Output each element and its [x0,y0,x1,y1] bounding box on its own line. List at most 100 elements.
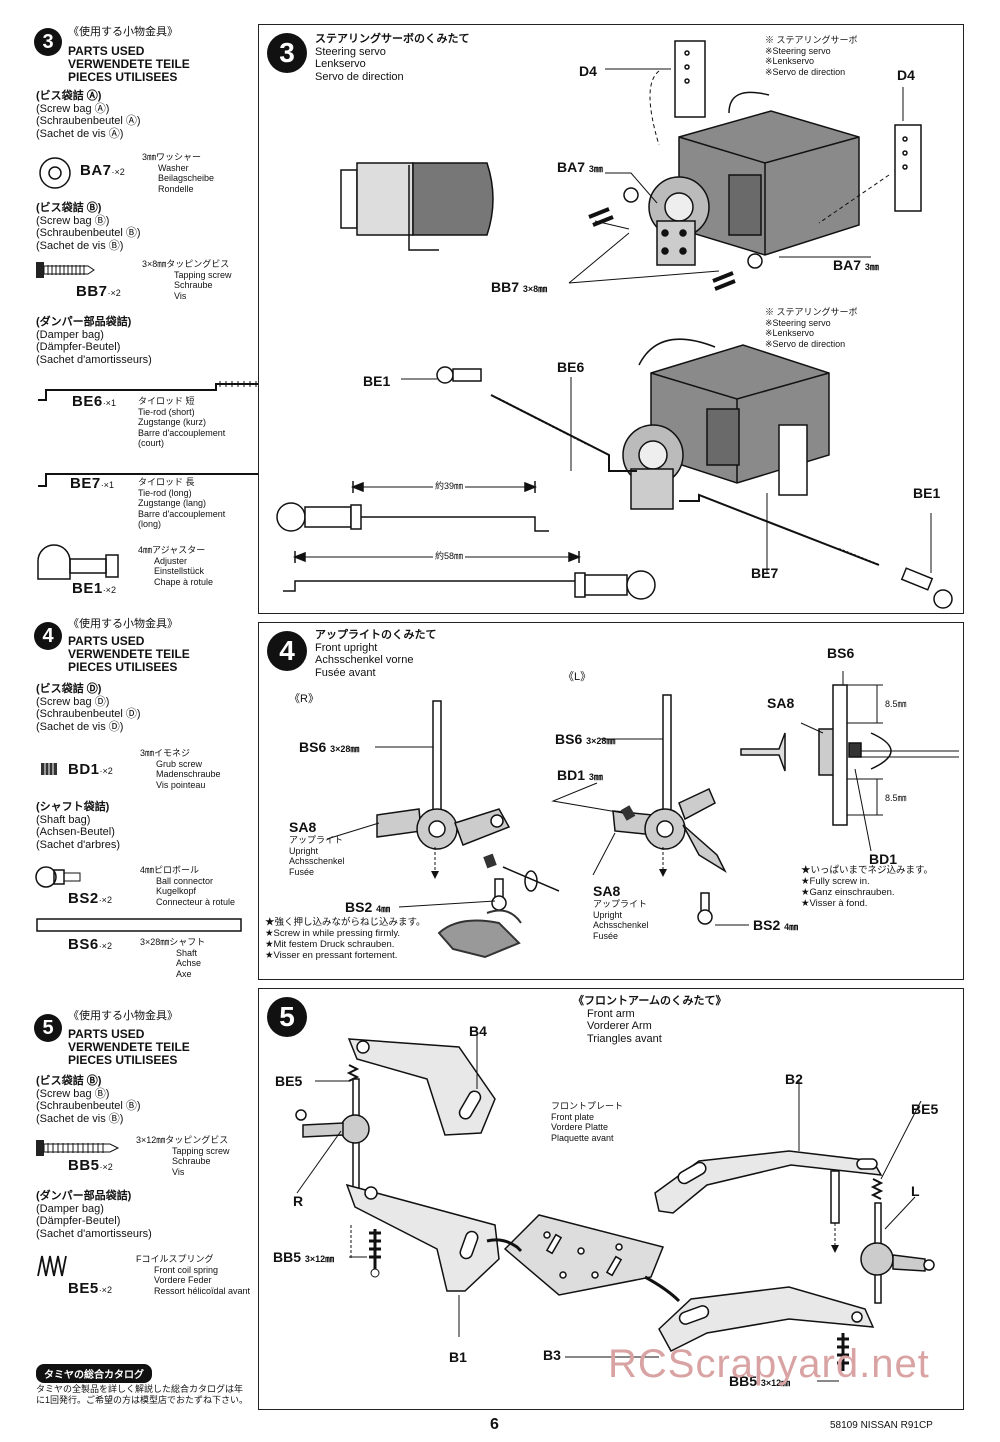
label-bs6-right: BS6 3×28㎜ [299,739,360,755]
adjuster-be1-right [900,567,953,609]
catalog-text: タミヤの全製品を詳しく解説した総合カタログは年に1回発行。ご希望の方は模型店でお… [36,1384,249,1405]
label-r: R [293,1193,304,1209]
ball-bs2-right [491,878,507,911]
label-b1: B1 [449,1349,467,1365]
step-5-number: 5 [267,997,307,1037]
screw-bb5-right [837,1333,849,1371]
arm-b2 [654,1150,883,1214]
part-bb7: BB7·×2 [76,283,121,300]
upright-detail [740,684,959,826]
damper-bag: (ダンパー部品袋詰)(Damper bag)(Dämpfer-Beutel)(S… [36,1190,152,1240]
screw-bag-a: (ビス袋詰 Ⓐ)(Screw bag Ⓐ)(Schraubenbeutel Ⓐ)… [36,90,141,140]
label-be6: BE6 [557,359,585,375]
label-dim-bottom: 8.5㎜ [885,793,907,803]
model-label: 58109 NISSAN R91CP [830,1420,933,1431]
shaft-bs6-left [662,694,672,816]
page-number: 6 [490,1416,499,1433]
servo-top [648,91,860,266]
d4-bracket-right [894,124,922,212]
watermark: RCScrapyard.net [608,1342,930,1386]
shaft-bs6-right [432,700,442,812]
parts-used-jp: 《使用する小物金具》 [68,618,178,630]
upright-left-assembly [295,1078,370,1190]
label-bd1-detail: BD1 [869,851,898,867]
upright-sa8-left [612,787,727,874]
part-bs6: BS6·×2 [68,936,112,953]
grub-bd1-left [620,805,636,821]
arm-b3 [658,1286,875,1352]
step-3-number: 3 [267,33,307,73]
d4-bracket-left [674,40,706,118]
label-b2: B2 [785,1071,803,1087]
label-ba7-upper: BA7 3㎜ [557,159,603,175]
adjuster-icon [37,544,119,580]
label-be1-right: BE1 [913,485,941,501]
part-be5: BE5·×2 [68,1280,112,1297]
step-3-badge: 3 [34,28,62,56]
part-be6: BE6·×1 [72,393,116,410]
label-d4-right: D4 [897,67,915,83]
arm-b4 [347,1038,496,1136]
label-bb7: BB7 3×8㎜ [491,279,548,295]
screw-bb7-upper [588,207,614,227]
front-arm-drawing [295,1031,935,1382]
washer-ba7-lower [747,253,763,269]
label-ba7-lower: BA7 3㎜ [833,257,879,273]
label-b4: B4 [469,1023,487,1039]
label-dim-39: 約39㎜ [433,481,466,492]
press-photo [437,909,522,959]
front-plate [503,1214,665,1296]
tie-rod-be7 [679,493,880,566]
leader-lines-top [568,68,904,284]
damper-bag: (ダンパー部品袋詰)(Damper bag)(Dämpfer-Beutel)(S… [36,316,152,366]
label-bs2-left: BS2 4㎜ [753,917,799,933]
tie-rod-be6 [490,394,637,472]
adjuster-be1-left [436,366,482,384]
tapping-screw-icon [36,1140,120,1156]
servo-assembly-drawing [276,40,953,609]
part-bs2: BS2·×2 [68,890,112,907]
step-4-number: 4 [267,631,307,671]
leader-lines-5 [296,1031,922,1382]
step-5-badge: 5 [34,1014,62,1042]
label-b3: B3 [543,1347,561,1363]
shaft-bag: (シャフト袋詰)(Shaft bag)(Achsen-Beutel)(Sache… [36,801,121,851]
ball-connector-icon [35,866,81,888]
label-bs6-left: BS6 3×28㎜ [555,731,616,747]
servo-note-bottom: ※ ステアリングサーボ※Steering servo※Lenkservo※Ser… [765,307,858,349]
tie-rod-short-icon [38,381,268,401]
label-bd1: BD1 3㎜ [557,767,603,783]
label-be5-left: BE5 [275,1073,303,1089]
ball-bs2-left [697,892,713,925]
label-be5-right: BE5 [911,1101,939,1117]
screw-bb5-left [369,1229,381,1269]
catalog-title: タミヤの総合カタログ [36,1364,152,1383]
label-bb5-right: BB5 3×12㎜ [729,1373,791,1389]
upright-sa8-right [376,808,511,850]
label-dim-58: 約58㎜ [433,551,466,562]
coil-spring-icon [37,1255,67,1277]
press-note: ★強く押し込みながらねじ込みます。★Screw in while pressin… [265,917,426,961]
grub-bd1-right [483,853,497,869]
label-l: L [911,1183,920,1199]
label-bs2-right: BS2 4㎜ [345,899,391,915]
servo-saver-side-view [340,162,494,251]
label-be1-left: BE1 [363,373,391,389]
label-dim-top: 8.5㎜ [885,699,907,709]
full-screw-note: ★いっぱいまでネジ込みます。★Fully screw in.★Ganz eins… [801,865,934,909]
upright-right-assembly [860,1202,935,1304]
